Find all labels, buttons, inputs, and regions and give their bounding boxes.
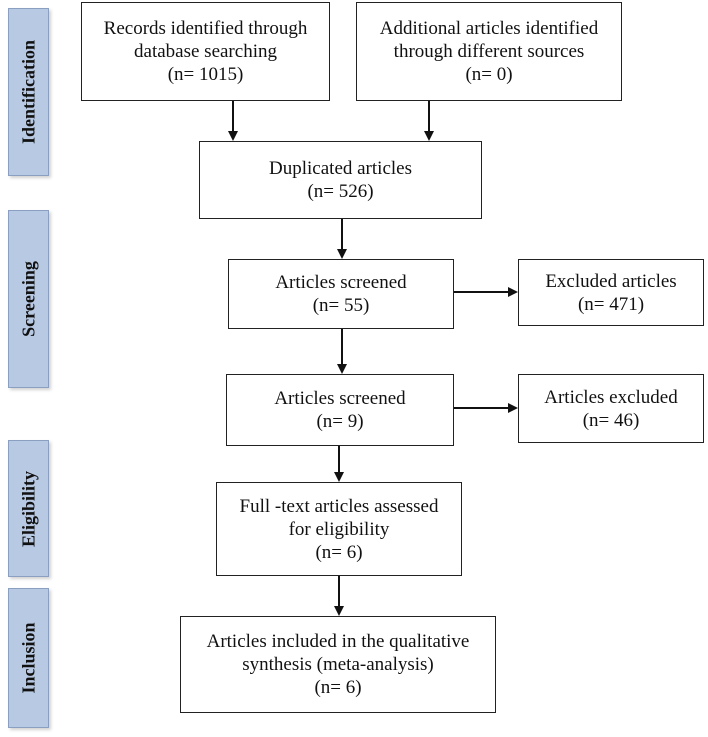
- full-text-assessed-line1: Full -text articles assessed: [239, 495, 439, 517]
- stage-eligibility-tab: Eligibility: [8, 440, 49, 577]
- excluded-articles-box: Excluded articles (n= 471): [518, 259, 704, 326]
- articles-excluded-label: Articles excluded: [544, 386, 678, 408]
- articles-included-line1: Articles included in the qualitative: [206, 631, 470, 652]
- articles-screened-label: Articles screened: [275, 272, 407, 293]
- stage-eligibility-label: Eligibility: [18, 470, 38, 547]
- articles-screened-second-label: Articles screened: [274, 388, 406, 409]
- articles-included-line2: synthesis (meta-analysis): [242, 654, 434, 675]
- articles-screened-box: Articles screened (n= 55): [228, 259, 454, 329]
- duplicated-articles-count: (n= 526): [307, 181, 374, 202]
- excluded-articles-count: (n= 471): [577, 293, 645, 315]
- additional-articles-box: Additional articles identified through d…: [356, 2, 622, 101]
- additional-articles-count: (n= 0): [465, 64, 513, 85]
- full-text-assessed-line2: for eligibility: [288, 518, 390, 540]
- records-identified-line2: database searching: [134, 41, 277, 62]
- articles-included-count: (n= 6): [314, 677, 362, 698]
- articles-included-box: Articles included in the qualitative syn…: [180, 616, 496, 713]
- records-identified-count: (n= 1015): [167, 64, 244, 85]
- duplicated-articles-label: Duplicated articles: [269, 158, 412, 179]
- articles-excluded-box: Articles excluded (n= 46): [518, 374, 704, 443]
- excluded-articles-label: Excluded articles: [545, 270, 677, 292]
- records-identified-line1: Records identified through: [103, 18, 308, 39]
- stage-inclusion-tab: Inclusion: [8, 588, 49, 728]
- duplicated-articles-box: Duplicated articles (n= 526): [199, 141, 482, 219]
- full-text-assessed-count: (n= 6): [315, 541, 363, 563]
- stage-screening-tab: Screening: [8, 210, 49, 388]
- articles-screened-second-count: (n= 9): [316, 411, 364, 432]
- records-identified-box: Records identified through database sear…: [81, 2, 330, 101]
- articles-excluded-count: (n= 46): [582, 409, 640, 431]
- additional-articles-line2: through different sources: [393, 41, 585, 62]
- articles-screened-second-box: Articles screened (n= 9): [226, 374, 454, 446]
- stage-identification-label: Identification: [18, 39, 38, 145]
- articles-screened-count: (n= 55): [312, 295, 370, 316]
- stage-screening-label: Screening: [18, 261, 38, 337]
- stage-inclusion-label: Inclusion: [18, 622, 38, 694]
- full-text-assessed-box: Full -text articles assessed for eligibi…: [216, 482, 462, 576]
- additional-articles-line1: Additional articles identified: [379, 18, 599, 39]
- stage-identification-tab: Identification: [8, 8, 49, 176]
